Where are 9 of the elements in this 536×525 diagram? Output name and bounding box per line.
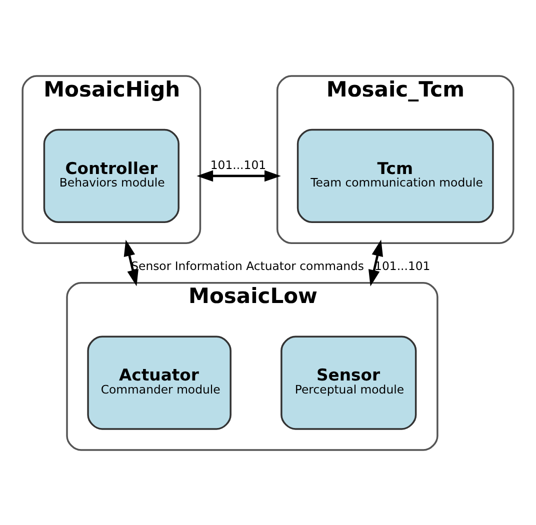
arrow [124, 239, 138, 286]
node-box: Controller Behaviors module [43, 128, 180, 222]
arrow [368, 239, 384, 286]
node-box: Actuator Commander module [87, 335, 232, 430]
node-box: Sensor Perceptual module [280, 335, 417, 430]
edge-label: 101...101 [374, 258, 430, 273]
node-box: Tcm Team communication module [296, 128, 494, 222]
edge-label: 101...101 [210, 157, 266, 172]
arrow [196, 170, 281, 182]
